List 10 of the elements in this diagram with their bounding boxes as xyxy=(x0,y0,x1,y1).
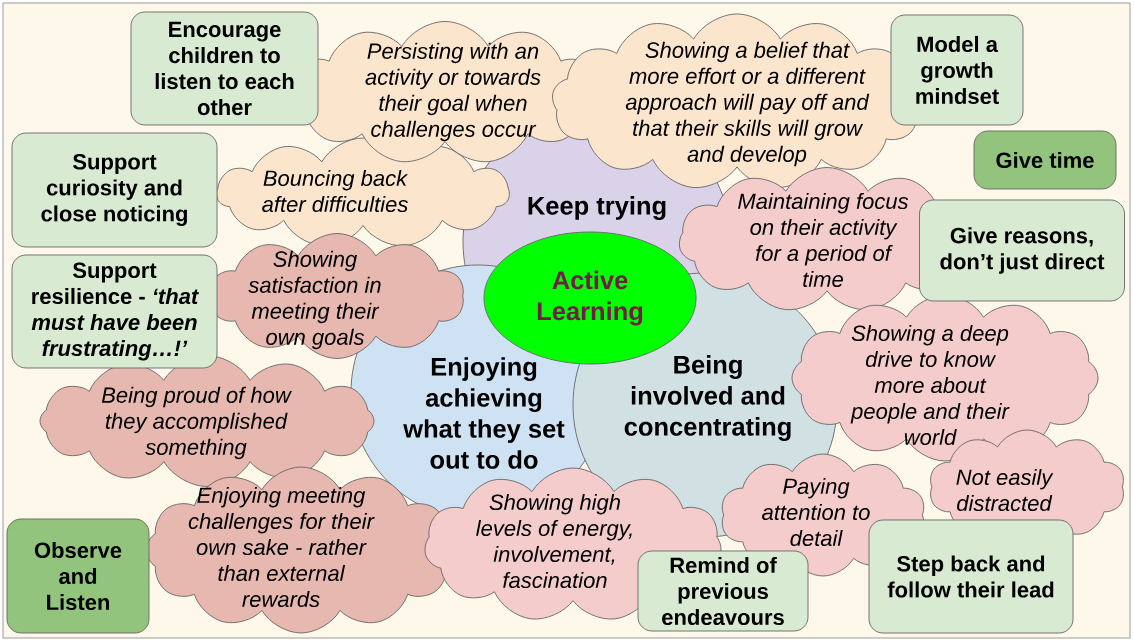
rounded-box: Give time xyxy=(973,130,1117,190)
rounded-box: Observe and Listen xyxy=(6,518,150,634)
rounded-box: Support curiosity and close noticing xyxy=(11,132,218,248)
rounded-box: Step back and follow their lead xyxy=(868,519,1074,634)
rounded-box: Model a growth mindset xyxy=(890,14,1024,126)
rounded-box: Give reasons, don’t just direct xyxy=(919,199,1125,302)
cloud: Showing satisfaction in meeting their own goals xyxy=(210,233,464,359)
rounded-box: Remind of previous endeavours xyxy=(637,550,809,632)
rounded-box: Support resilience - ‘that must have been frustrating…!’ xyxy=(11,254,218,369)
rounded-box: Encourage children to listen to each other xyxy=(130,11,319,126)
